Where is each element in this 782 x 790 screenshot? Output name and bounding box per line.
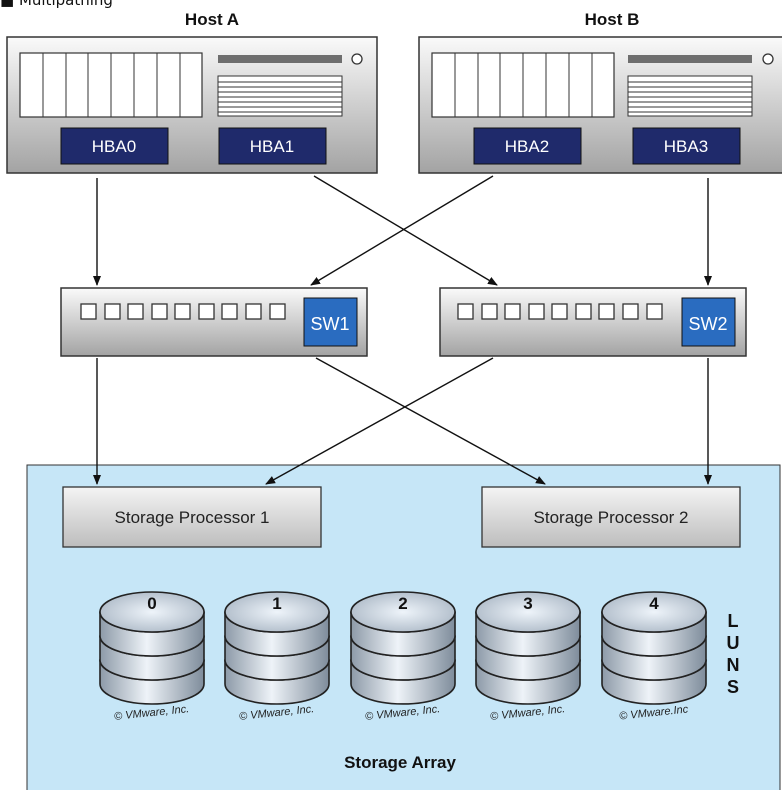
hba3-port [632, 127, 741, 165]
storage-array-label: Storage Array [344, 753, 456, 772]
switch-1-label: SW1 [310, 314, 349, 334]
lun-number-2: 2 [398, 594, 407, 613]
hba1-port [218, 127, 327, 165]
hba2-port [473, 127, 582, 165]
switch-1-badge [303, 297, 358, 347]
hba3-label: HBA3 [664, 137, 708, 156]
luns-letter-l: L [728, 611, 739, 631]
host-b-label: Host B [585, 10, 640, 29]
luns-letter-n: N [727, 655, 740, 675]
switch-2-label: SW2 [688, 314, 727, 334]
luns-letter-u: U [727, 633, 740, 653]
storage-processor-2: Storage Processor 2 [481, 486, 741, 548]
lun-disk-0: 0© VMware, Inc. [99, 591, 205, 723]
host-b: Host B HBA2 HBA3 [418, 10, 782, 174]
hba2-label: HBA2 [505, 137, 549, 156]
host-b-power-icon [762, 53, 774, 65]
figure-caption: ■ Multipathing [0, 0, 113, 9]
lun-group: 0© VMware, Inc.1© VMware, Inc.2© VMware,… [99, 591, 707, 723]
sp2-label: Storage Processor 2 [534, 508, 689, 527]
sp2-box [481, 486, 741, 548]
link-sw2-sp1 [265, 357, 494, 485]
switch-2: SW2 [439, 287, 747, 357]
lun-number-4: 4 [649, 594, 659, 613]
hba1-label: HBA1 [250, 137, 294, 156]
switch-2-badge [681, 297, 736, 347]
switch-1-ports [80, 303, 286, 320]
lun-number-1: 1 [272, 594, 281, 613]
host-a-label: Host A [185, 10, 239, 29]
host-b-status-bar [628, 55, 752, 63]
lun-number-0: 0 [147, 594, 156, 613]
hba0-label: HBA0 [92, 137, 136, 156]
switch-2-ports [457, 303, 663, 320]
link-hba2-sw1 [310, 175, 494, 286]
hba0-port [60, 127, 169, 165]
host-b-vent [627, 75, 753, 117]
switch-1: SW1 [60, 287, 368, 357]
link-sw1-sp2 [315, 357, 546, 485]
luns-label: L U N S [727, 611, 740, 697]
host-a-status-bar [218, 55, 342, 63]
lun-disk-2: 2© VMware, Inc. [350, 591, 456, 723]
host-a: Host A HBA0 HBA1 [6, 10, 378, 174]
host-a-power-icon [351, 53, 363, 65]
sp1-box [62, 486, 322, 548]
lun-disk-4: 4© VMware.Inc [601, 591, 707, 723]
link-hba1-sw2 [313, 175, 498, 286]
sp1-label: Storage Processor 1 [115, 508, 270, 527]
host-a-vent [217, 75, 343, 117]
host-switch-links [93, 175, 712, 286]
storage-processor-1: Storage Processor 1 [62, 486, 322, 548]
lun-disk-1: 1© VMware, Inc. [224, 591, 330, 723]
lun-number-3: 3 [523, 594, 532, 613]
switch-sp-links [93, 357, 712, 485]
luns-letter-s: S [727, 677, 739, 697]
